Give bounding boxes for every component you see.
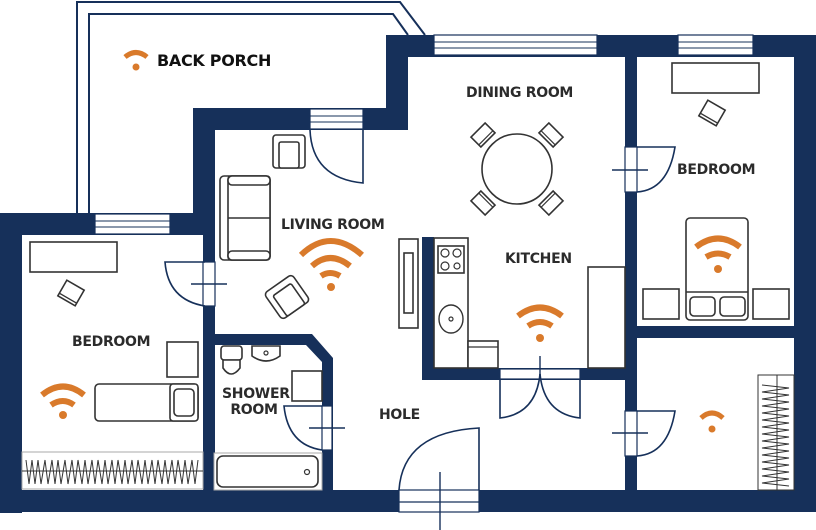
wardrobe-icon (757, 374, 795, 491)
wifi-icon (516, 304, 564, 342)
bathtub-icon (213, 452, 323, 491)
wardrobe-icon (21, 451, 204, 490)
windows (94, 34, 754, 235)
stove-icon (437, 245, 465, 274)
door-icon (398, 427, 480, 530)
chair-icon (56, 279, 86, 307)
window-icon (309, 108, 364, 130)
doors (164, 129, 676, 530)
room-label-dining-room: DINING ROOM (466, 85, 574, 101)
tv-stand-icon (398, 238, 419, 329)
room-label-bedroom-right: BEDROOM (677, 162, 756, 178)
shower-tray-icon (291, 370, 323, 402)
back-porch-outline (76, 1, 426, 218)
room-label-bedroom-left: BEDROOM (72, 334, 151, 350)
armchair-icon (272, 134, 306, 169)
wifi-icon (123, 50, 149, 71)
wifi-icon (694, 235, 742, 273)
bed-icon (94, 383, 199, 422)
armchair-icon (264, 274, 310, 320)
room-label-shower-room: SHOWER ROOM (222, 386, 290, 419)
sink-icon (251, 345, 281, 362)
wifi-icon (40, 383, 86, 419)
door-icon (612, 146, 676, 193)
nightstand-icon (642, 288, 680, 320)
wifi-icons (40, 50, 742, 433)
window-icon (677, 34, 754, 56)
wifi-icon (699, 410, 725, 433)
chair-icon (697, 99, 727, 127)
door-icon (499, 356, 581, 419)
fridge-icon (587, 266, 626, 369)
sofa-icon (219, 175, 271, 261)
wifi-icon (298, 238, 364, 291)
walls (0, 35, 816, 513)
window-icon (94, 213, 171, 235)
desk-icon (29, 241, 118, 273)
door-icon (612, 410, 676, 457)
window-icon (433, 34, 598, 56)
dining-table-icon (469, 121, 565, 217)
door-icon (309, 129, 364, 184)
nightstand-icon (752, 288, 790, 320)
room-label-hole: HOLE (379, 407, 420, 423)
room-label-living-room: LIVING ROOM (281, 217, 385, 233)
room-label-back-porch: BACK PORCH (157, 51, 272, 70)
toilet-icon (220, 345, 243, 375)
room-label-kitchen: KITCHEN (505, 251, 572, 267)
nightstand-icon (166, 341, 199, 378)
door-icon (283, 405, 345, 451)
door-icon (164, 261, 227, 307)
sink-icon (438, 304, 464, 334)
desk-icon (671, 62, 760, 94)
